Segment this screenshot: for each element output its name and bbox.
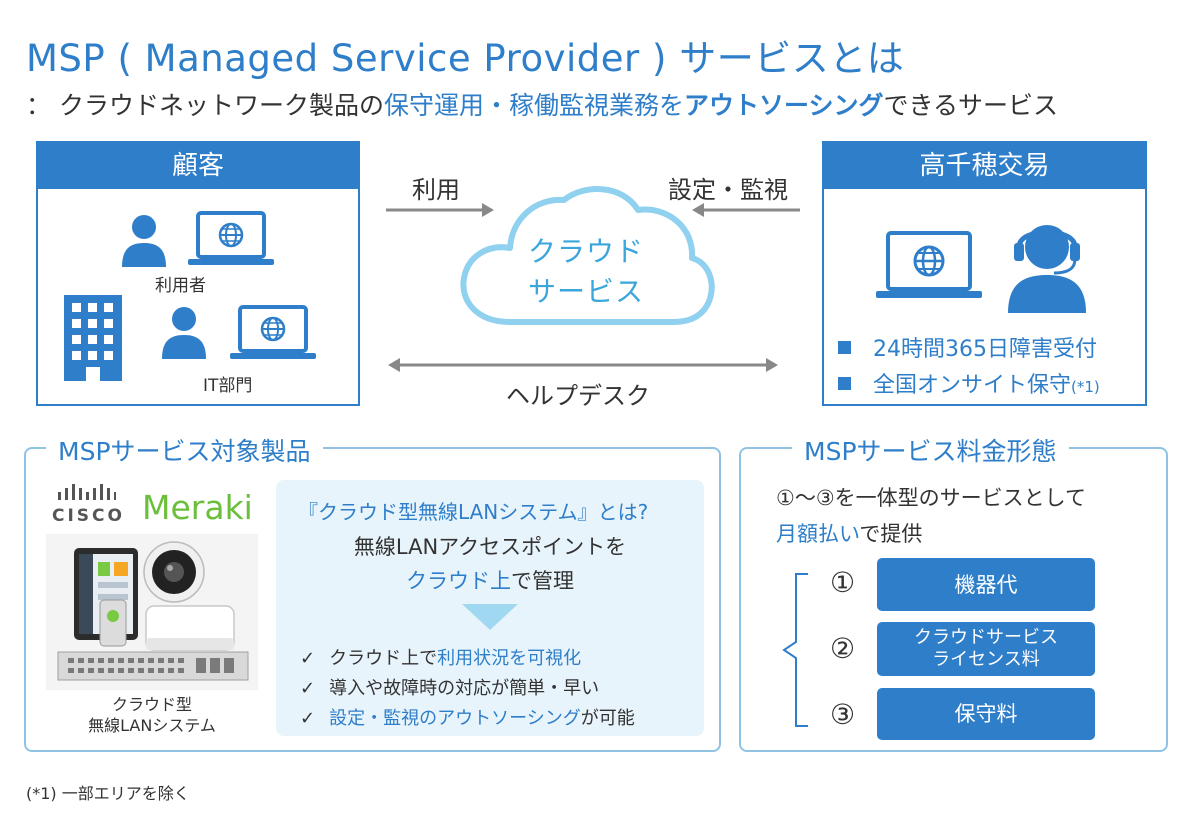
check-item-3: ✓ 設定・監視のアウトソーシングが可能 [300,704,635,730]
it-laptop-globe-icon [230,305,316,359]
products-panel [24,447,721,752]
subtitle-suffix: できるサービス [883,91,1058,120]
fee-bracket-icon [782,573,808,727]
check-icon: ✓ [300,708,316,729]
fee-license-line-1: クラウドサービス [914,627,1058,648]
cloud-service-text: クラウド サービス [486,232,686,312]
check-3-rest: が可能 [580,708,635,729]
user-person-icon [122,215,166,267]
subtitle-prefix: ： クラウドネットワーク製品の [26,91,384,120]
fee-number-2: ② [830,632,856,665]
product-devices-image [46,534,258,690]
support-headset-person-icon [1008,225,1086,313]
fee-item-license: クラウドサービス ライセンス料 [877,622,1095,676]
product-label-line-2: 無線LANシステム [88,716,216,735]
bullet-1-text: 24時間365日障害受付 [873,337,1097,362]
bullet-square-icon [838,341,851,354]
cloud-line-1: クラウド [527,235,644,268]
check-1-highlight: 利用状況を可視化 [437,648,582,669]
info-main-rest: で管理 [511,569,574,593]
fees-text-highlight: 月額払い [776,522,860,546]
user-laptop-globe-icon [188,211,274,265]
provider-box: 高千穂交易 24時間365日障害受付 全国オンサイト保守(*1) [822,141,1147,406]
fees-text-rest: で提供 [859,522,923,546]
it-person-icon [162,307,206,359]
check-item-1: ✓ クラウド上で利用状況を可視化 [300,644,581,670]
fee-item-equipment: 機器代 [877,558,1095,611]
check-3-highlight: 設定・監視のアウトソーシング [329,708,581,729]
brand-meraki: Meraki [142,488,253,527]
bullet-2-text: 全国オンサイト保守 [873,373,1072,398]
fee-number-3: ③ [830,698,856,731]
cloud-line-2: サービス [527,275,644,308]
check-1-text: クラウド上で [329,648,438,669]
user-label: 利用者 [155,276,206,296]
bullet-square-icon [838,377,851,390]
subtitle-highlight-1: 保守運用・稼働監視業務を [383,91,684,120]
fees-text-line-2: 月額払いで提供 [776,516,1086,552]
fee-license-line-2: ライセンス料 [932,649,1040,670]
product-label: クラウド型 無線LANシステム [72,694,232,736]
fees-panel-title: MSPサービス料金形態 [792,432,1069,468]
products-panel-title: MSPサービス対象製品 [46,432,323,468]
info-title: 『クラウド型無線LANシステム』とは? [298,500,649,524]
page-title: MSP ( Managed Service Provider ) サービスとは [26,37,905,80]
brand-cisco: CISCO [52,506,125,526]
provider-laptop-globe-icon [876,231,982,298]
cloud-icon [460,186,715,325]
check-icon: ✓ [300,648,316,669]
config-arrow-icon [692,203,800,217]
helpdesk-arrow-icon [388,358,778,372]
check-icon: ✓ [300,678,316,699]
config-monitor-label: 設定・監視 [668,176,788,204]
customer-title: 顧客 [38,143,358,189]
bullet-2-note: (*1) [1071,378,1100,396]
provider-bullet-2: 全国オンサイト保守(*1) [838,367,1100,399]
check-2-text: 導入や故障時の対応が簡単・早い [329,678,600,699]
info-main-line-2: クラウド上で管理 [276,564,704,598]
page-subtitle: ： クラウドネットワーク製品の保守運用・稼働監視業務をアウトソーシングできるサー… [26,86,1058,122]
down-triangle-icon [462,604,518,630]
fees-text-line-1: ①～③を一体型のサービスとして [776,486,1087,510]
info-main: 無線LANアクセスポイントを クラウド上で管理 [276,530,704,598]
provider-bullet-1: 24時間365日障害受付 [838,331,1097,363]
info-main-line-1: 無線LANアクセスポイントを [353,535,627,559]
it-dept-label: IT部門 [203,376,253,396]
use-arrow-icon [386,203,494,217]
fees-description: ①～③を一体型のサービスとして 月額払いで提供 [776,480,1086,552]
provider-title: 高千穂交易 [824,143,1145,189]
building-icon [64,295,122,381]
info-main-highlight: クラウド上 [406,569,511,593]
footnote: (*1) 一部エリアを除く [26,784,190,803]
fee-item-maintenance: 保守料 [877,688,1095,740]
use-label: 利用 [412,176,460,204]
fee-number-1: ① [830,566,856,599]
customer-box: 顧客 利用者 I [36,141,360,406]
product-label-line-1: クラウド型 [111,695,192,714]
helpdesk-label: ヘルプデスク [506,382,650,410]
cisco-logo-icon [58,484,116,500]
subtitle-highlight-2: アウトソーシング [683,91,884,120]
check-item-2: ✓ 導入や故障時の対応が簡単・早い [300,674,599,700]
